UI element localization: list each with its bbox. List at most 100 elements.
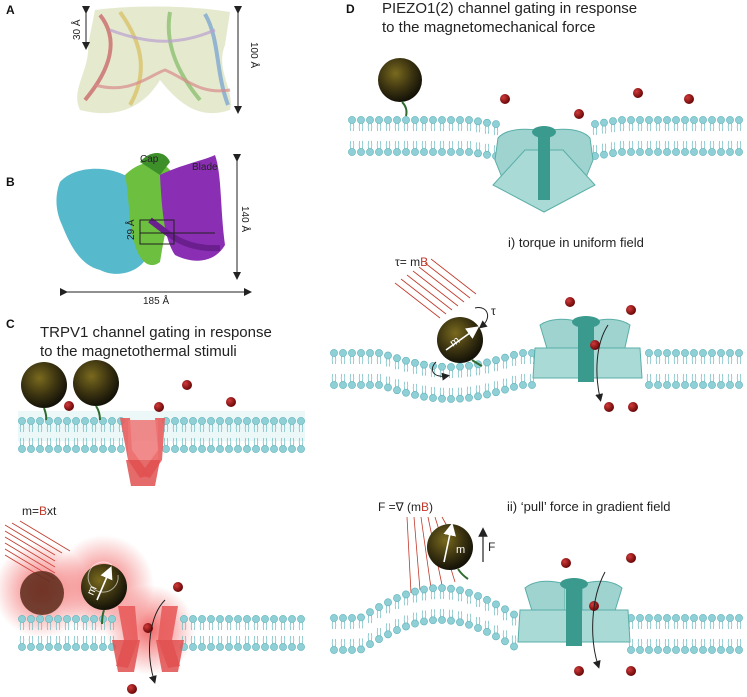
- lipid-head-upper: [699, 614, 707, 630]
- ion-c7: [127, 684, 137, 694]
- label-30a: 30 Å: [70, 19, 83, 40]
- label-140a: 140 Å: [239, 206, 252, 232]
- lipid-head-upper: [726, 349, 734, 365]
- lipid-head-lower: [663, 638, 671, 654]
- panel-d-title-line1: PIEZO1(2) channel gating in response: [382, 0, 637, 17]
- lipid-head-upper: [654, 116, 662, 132]
- label-100a: 100 Å: [248, 42, 261, 68]
- lipid-head-upper: [717, 116, 725, 132]
- lipid-head-lower: [357, 373, 365, 389]
- lipid-head-upper: [348, 614, 356, 630]
- lipid-head-lower: [465, 140, 473, 156]
- lipid-head-upper: [672, 116, 680, 132]
- lipid-head-lower: [447, 140, 455, 156]
- lipid-head-lower: [735, 140, 743, 156]
- lipid-head-upper: [465, 588, 473, 605]
- moment-arrow-d3: [443, 522, 456, 563]
- lipid-head-upper: [645, 349, 653, 365]
- lipid-head-lower: [72, 635, 80, 651]
- lipid-head-lower: [654, 638, 662, 654]
- piezo-channel-2: [532, 316, 643, 382]
- lipid-head-upper: [483, 358, 491, 374]
- force-label: F: [488, 540, 495, 554]
- moment-label-d3: m: [456, 544, 465, 556]
- subtitle-torque: i) torque in uniform field: [508, 235, 644, 250]
- lipid-head-upper: [339, 614, 347, 630]
- lipid-head-lower: [726, 373, 734, 389]
- lipid-head-upper: [297, 615, 305, 631]
- label-29a: 29 Å: [124, 219, 137, 240]
- lipid-head-upper: [465, 361, 473, 378]
- tau-label: τ: [491, 304, 496, 318]
- lipid-head-upper: [492, 120, 500, 136]
- lipid-head-lower: [357, 140, 365, 156]
- ion-d6: [626, 305, 636, 315]
- ion-c4: [226, 397, 236, 407]
- lipid-head-upper: [225, 615, 233, 631]
- lipid-head-upper: [627, 116, 635, 132]
- lipid-head-lower: [645, 373, 653, 389]
- lipid-head-upper: [402, 116, 410, 132]
- lipid-head-upper: [510, 350, 518, 367]
- lipid-head-upper: [726, 116, 734, 132]
- lipid-head-lower: [393, 618, 401, 635]
- lipid-head-upper: [474, 117, 482, 133]
- lipid-head-lower: [618, 140, 626, 156]
- lipid-head-upper: [393, 594, 401, 610]
- lipid-head-lower: [411, 383, 419, 399]
- subtitle-pull: ii) ‘pull’ force in gradient field: [507, 499, 671, 514]
- lipid-head-lower: [690, 140, 698, 156]
- lipid-head-upper: [492, 600, 500, 616]
- lipid-head-lower: [438, 387, 446, 403]
- lipid-head-lower: [600, 143, 608, 159]
- lipid-head-upper: [591, 120, 599, 136]
- lipid-head-lower: [465, 613, 473, 629]
- lipid-head-lower: [654, 140, 662, 156]
- dimension-185a: 185 Å: [60, 288, 252, 307]
- lipid-head-upper: [279, 615, 287, 631]
- lipid-head-lower: [420, 610, 428, 626]
- field-lines-d1: [394, 258, 477, 319]
- lipid-head-upper: [270, 615, 278, 631]
- label-185a: 185 Å: [143, 294, 169, 307]
- lipid-head-upper: [447, 363, 455, 379]
- lipid-head-lower: [99, 635, 107, 651]
- lipid-head-upper: [375, 116, 383, 132]
- lipid-head-upper: [375, 603, 383, 619]
- lipid-head-lower: [288, 635, 296, 651]
- lipid-head-lower: [393, 140, 401, 156]
- lipid-head-upper: [654, 349, 662, 365]
- lipid-head-upper: [735, 349, 743, 365]
- lipid-head-lower: [699, 140, 707, 156]
- trpv1-channel-closed: [120, 418, 165, 486]
- lipid-head-upper: [447, 116, 455, 132]
- lipid-head-lower: [609, 141, 617, 158]
- lipid-head-upper: [420, 116, 428, 132]
- lipid-head-upper: [438, 362, 446, 379]
- lipid-head-upper: [735, 116, 743, 132]
- lipid-head-lower: [447, 609, 455, 625]
- lipid-head-lower: [456, 387, 464, 403]
- ion-d3: [633, 88, 643, 98]
- lipid-head-upper: [492, 356, 500, 372]
- lipid-head-lower: [330, 373, 338, 389]
- lipid-head-upper: [357, 116, 365, 132]
- lipid-head-upper: [411, 587, 419, 603]
- lipid-head-lower: [690, 373, 698, 389]
- lipid-head-upper: [456, 116, 464, 132]
- lipid-head-lower: [726, 140, 734, 156]
- lipid-head-lower: [690, 638, 698, 654]
- lipid-head-lower: [366, 373, 374, 389]
- lipid-head-upper: [411, 116, 419, 132]
- dimension-30a: 30 Å: [70, 6, 90, 50]
- lipid-head-lower: [726, 638, 734, 654]
- ion-flux-arrow-d2: [595, 324, 609, 402]
- lipid-head-upper: [402, 356, 410, 373]
- lipid-head-lower: [735, 373, 743, 389]
- lipid-head-lower: [456, 610, 464, 627]
- piezo-channel-1: [492, 126, 596, 213]
- lipid-head-lower: [492, 625, 500, 641]
- lipid-head-lower: [645, 140, 653, 156]
- lipid-head-upper: [636, 614, 644, 630]
